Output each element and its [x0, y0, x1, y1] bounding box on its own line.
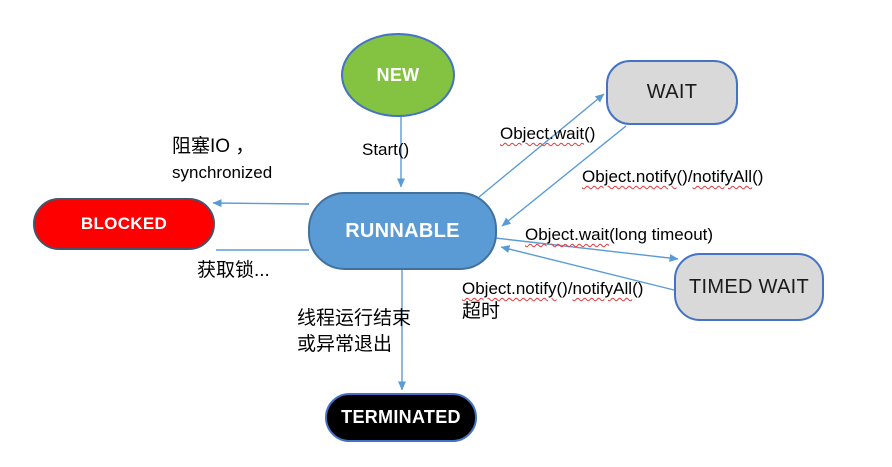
state-label-blocked: BLOCKED — [80, 214, 168, 233]
edge-label-object-notify: Object.notify()/notifyAll() — [582, 167, 764, 186]
misspelled-text: Object.wait — [500, 124, 585, 143]
state-node-timed-wait: TIMED WAIT — [674, 253, 824, 321]
misspelled-text: Object.notify — [462, 279, 557, 298]
state-node-terminated: TERMINATED — [325, 393, 477, 442]
edge-runnable-to-wait — [478, 93, 605, 198]
misspelled-text: notifyAll — [692, 167, 753, 186]
edge-label-thread-end-line1: 线程运行结束 — [297, 308, 412, 329]
edge-label-thread-end: 线程运行结束 或异常退出 — [297, 306, 411, 358]
edge-runnable-to-blocked — [212, 199, 310, 208]
state-node-new: NEW — [341, 33, 455, 117]
edge-runnable-to-timedwait — [494, 237, 679, 263]
state-node-runnable: RUNNABLE — [308, 192, 497, 270]
edge-label-acquire-lock: 获取锁... — [197, 260, 270, 281]
state-label-timed-wait: TIMED WAIT — [688, 275, 810, 298]
edge-timedwait-to-runnable — [500, 245, 675, 291]
state-label-wait: WAIT — [646, 81, 698, 103]
misspelled-text: Object.notify — [582, 167, 677, 186]
state-node-blocked: BLOCKED — [33, 198, 215, 250]
state-label-runnable: RUNNABLE — [345, 219, 460, 242]
edge-label-blocking-io: 阻塞IO ， synchronized — [172, 134, 272, 186]
edge-label-timeout: 超时 — [462, 301, 501, 322]
edge-label-object-notify-timeout: Object.notify()/notifyAll() 超时 — [462, 278, 643, 323]
edge-label-start: Start() — [362, 140, 410, 159]
edge-label-object-notify-timeout-line1: Object.notify()/notifyAll() — [462, 279, 644, 298]
misspelled-text: Object.wait — [525, 225, 610, 244]
edge-wait-to-runnable — [501, 125, 627, 227]
edge-label-blocking-io-line1: 阻塞IO ， — [172, 136, 255, 157]
state-label-terminated: TERMINATED — [341, 407, 461, 427]
edge-label-blocking-io-line2: synchronized — [172, 163, 273, 182]
edge-label-object-wait: Object.wait() — [500, 124, 596, 143]
state-label-new: NEW — [376, 64, 420, 85]
edge-label-object-wait-timeout: Object.wait(long timeout) — [525, 225, 714, 244]
misspelled-text: notifyAll — [572, 279, 633, 298]
state-node-wait: WAIT — [606, 60, 738, 125]
edge-label-thread-end-line2: 或异常退出 — [297, 334, 393, 355]
